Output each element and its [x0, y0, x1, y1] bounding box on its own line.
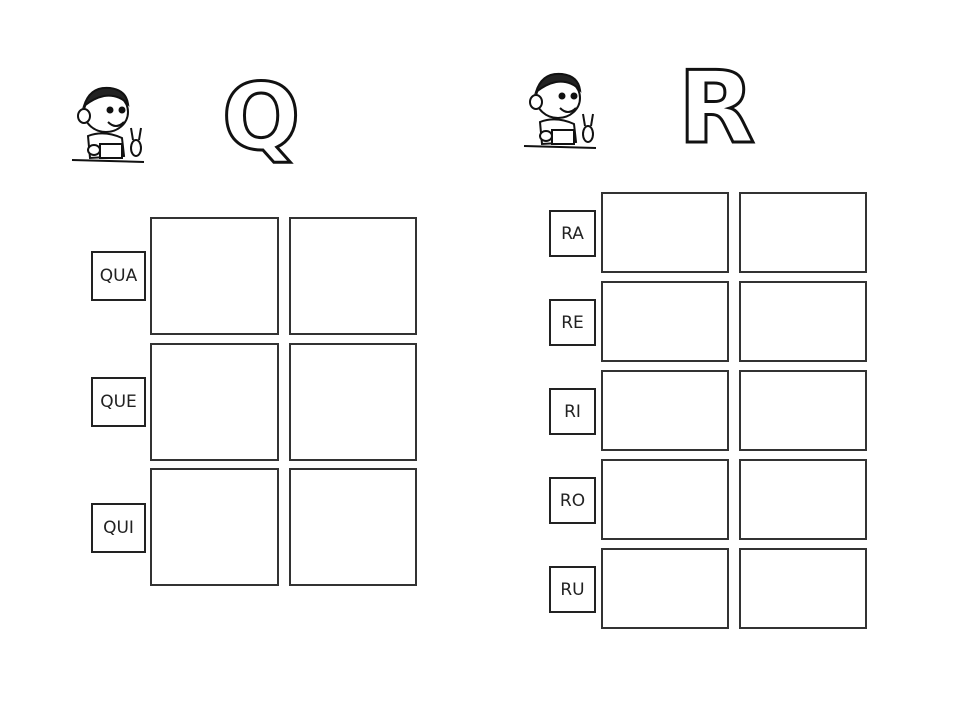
drawing-box[interactable]	[150, 343, 279, 461]
syllable-label-ri: RI	[549, 388, 596, 435]
cartoon-child-mascot-icon	[71, 86, 145, 163]
drawing-box[interactable]	[601, 459, 729, 540]
drawing-box[interactable]	[289, 343, 417, 461]
letter-r-heading: R	[676, 49, 756, 166]
syllable-label-re: RE	[549, 299, 596, 346]
drawing-box[interactable]	[289, 468, 417, 586]
syllable-label-que: QUE	[91, 377, 146, 427]
drawing-box[interactable]	[601, 281, 729, 362]
drawing-box[interactable]	[739, 548, 867, 629]
drawing-box[interactable]	[150, 468, 279, 586]
drawing-box[interactable]	[289, 217, 417, 335]
letter-q-heading: Q	[220, 64, 301, 171]
drawing-box[interactable]	[739, 370, 867, 451]
syllable-label-ro: RO	[549, 477, 596, 524]
drawing-box[interactable]	[739, 281, 867, 362]
drawing-box[interactable]	[150, 217, 279, 335]
syllable-label-qui: QUI	[91, 503, 146, 553]
drawing-box[interactable]	[739, 459, 867, 540]
syllable-label-ru: RU	[549, 566, 596, 613]
syllable-label-qua: QUA	[91, 251, 146, 301]
drawing-box[interactable]	[739, 192, 867, 273]
drawing-box[interactable]	[601, 548, 729, 629]
drawing-box[interactable]	[601, 192, 729, 273]
syllable-label-ra: RA	[549, 210, 596, 257]
drawing-box[interactable]	[601, 370, 729, 451]
cartoon-child-mascot-icon	[523, 72, 597, 149]
